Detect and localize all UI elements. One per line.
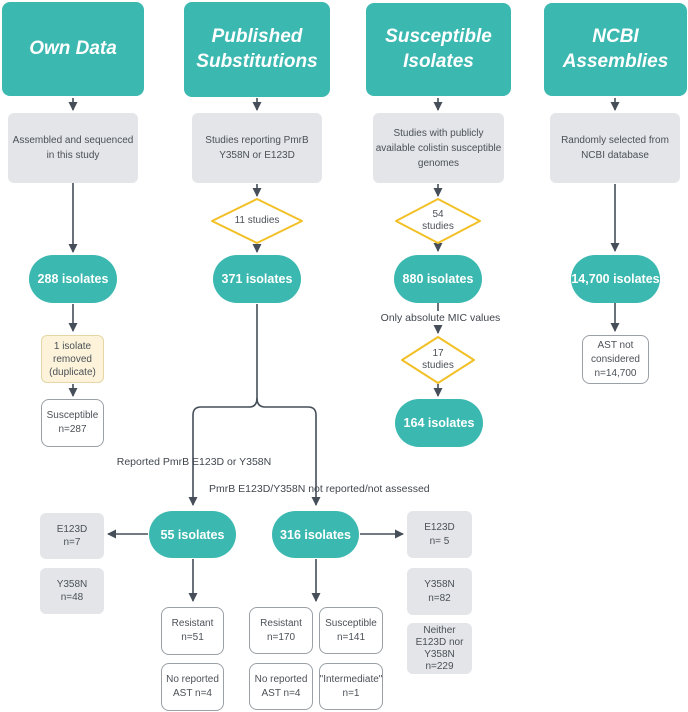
desc-susceptible-isolates: Studies with publicly available colistin… (373, 113, 504, 183)
label-reported-pmrb: Reported PmrB E123D or Y358N (116, 456, 272, 468)
arrow-split-right-to-count316 (256, 397, 321, 506)
label-only-absolute-mic: Only absolute MIC values (371, 311, 510, 325)
label-not-reported-pmrb: PmrB E123D/Y358N not reported/not assess… (209, 483, 430, 495)
desc-own-data: Assembled and sequenced in this study (8, 113, 138, 183)
box-y358n-n82: Y358N n=82 (407, 568, 472, 615)
count-164-isolates: 164 isolates (395, 399, 483, 447)
arrow-split-left-to-count55 (188, 397, 258, 506)
box-e123d-n7: E123D n=7 (40, 513, 104, 559)
diamond-label-11-studies: 11 studies (234, 215, 280, 226)
diamond-label-17-studies: 17 studies (422, 348, 454, 371)
box-isolate-removed: 1 isolate removed (duplicate) (41, 335, 104, 383)
box-intermediate-n1: "Intermediate" n=1 (319, 663, 383, 710)
diamond-17-studies (401, 336, 475, 384)
count-371-isolates: 371 isolates (213, 255, 301, 303)
box-neither-n229: Neither E123D nor Y358N n=229 (407, 623, 472, 674)
box-e123d-n5: E123D n= 5 (407, 511, 472, 558)
header-susceptible-isolates: Susceptible Isolates (366, 3, 511, 96)
box-no-reported-ast-n4-left: No reported AST n=4 (161, 663, 224, 711)
box-y358n-n48: Y358N n=48 (40, 568, 104, 614)
count-288-isolates: 288 isolates (29, 255, 117, 303)
diamond-label-54-studies: 54 studies (422, 209, 454, 232)
header-own-data: Own Data (2, 2, 144, 96)
box-ast-not-considered: AST not considered n=14,700 (582, 335, 649, 384)
box-resistant-n51: Resistant n=51 (161, 607, 224, 655)
box-susceptible-287: Susceptible n=287 (41, 399, 104, 447)
box-no-reported-ast-n4-right: No reported AST n=4 (249, 663, 313, 710)
box-susceptible-n141: Susceptible n=141 (319, 607, 383, 654)
diamond-54-studies (395, 198, 481, 244)
header-ncbi-assemblies: NCBI Assemblies (544, 3, 687, 96)
desc-ncbi-assemblies: Randomly selected from NCBI database (550, 113, 680, 183)
count-316-isolates: 316 isolates (272, 511, 359, 558)
box-resistant-n170: Resistant n=170 (249, 607, 313, 654)
diamond-11-studies (211, 198, 303, 244)
count-14700-isolates: 14,700 isolates (571, 255, 660, 303)
header-published-substitutions: Published Substitutions (184, 2, 330, 97)
count-55-isolates: 55 isolates (149, 511, 236, 558)
desc-published-substitutions: Studies reporting PmrB Y358N or E123D (192, 113, 322, 183)
count-880-isolates: 880 isolates (394, 255, 482, 303)
